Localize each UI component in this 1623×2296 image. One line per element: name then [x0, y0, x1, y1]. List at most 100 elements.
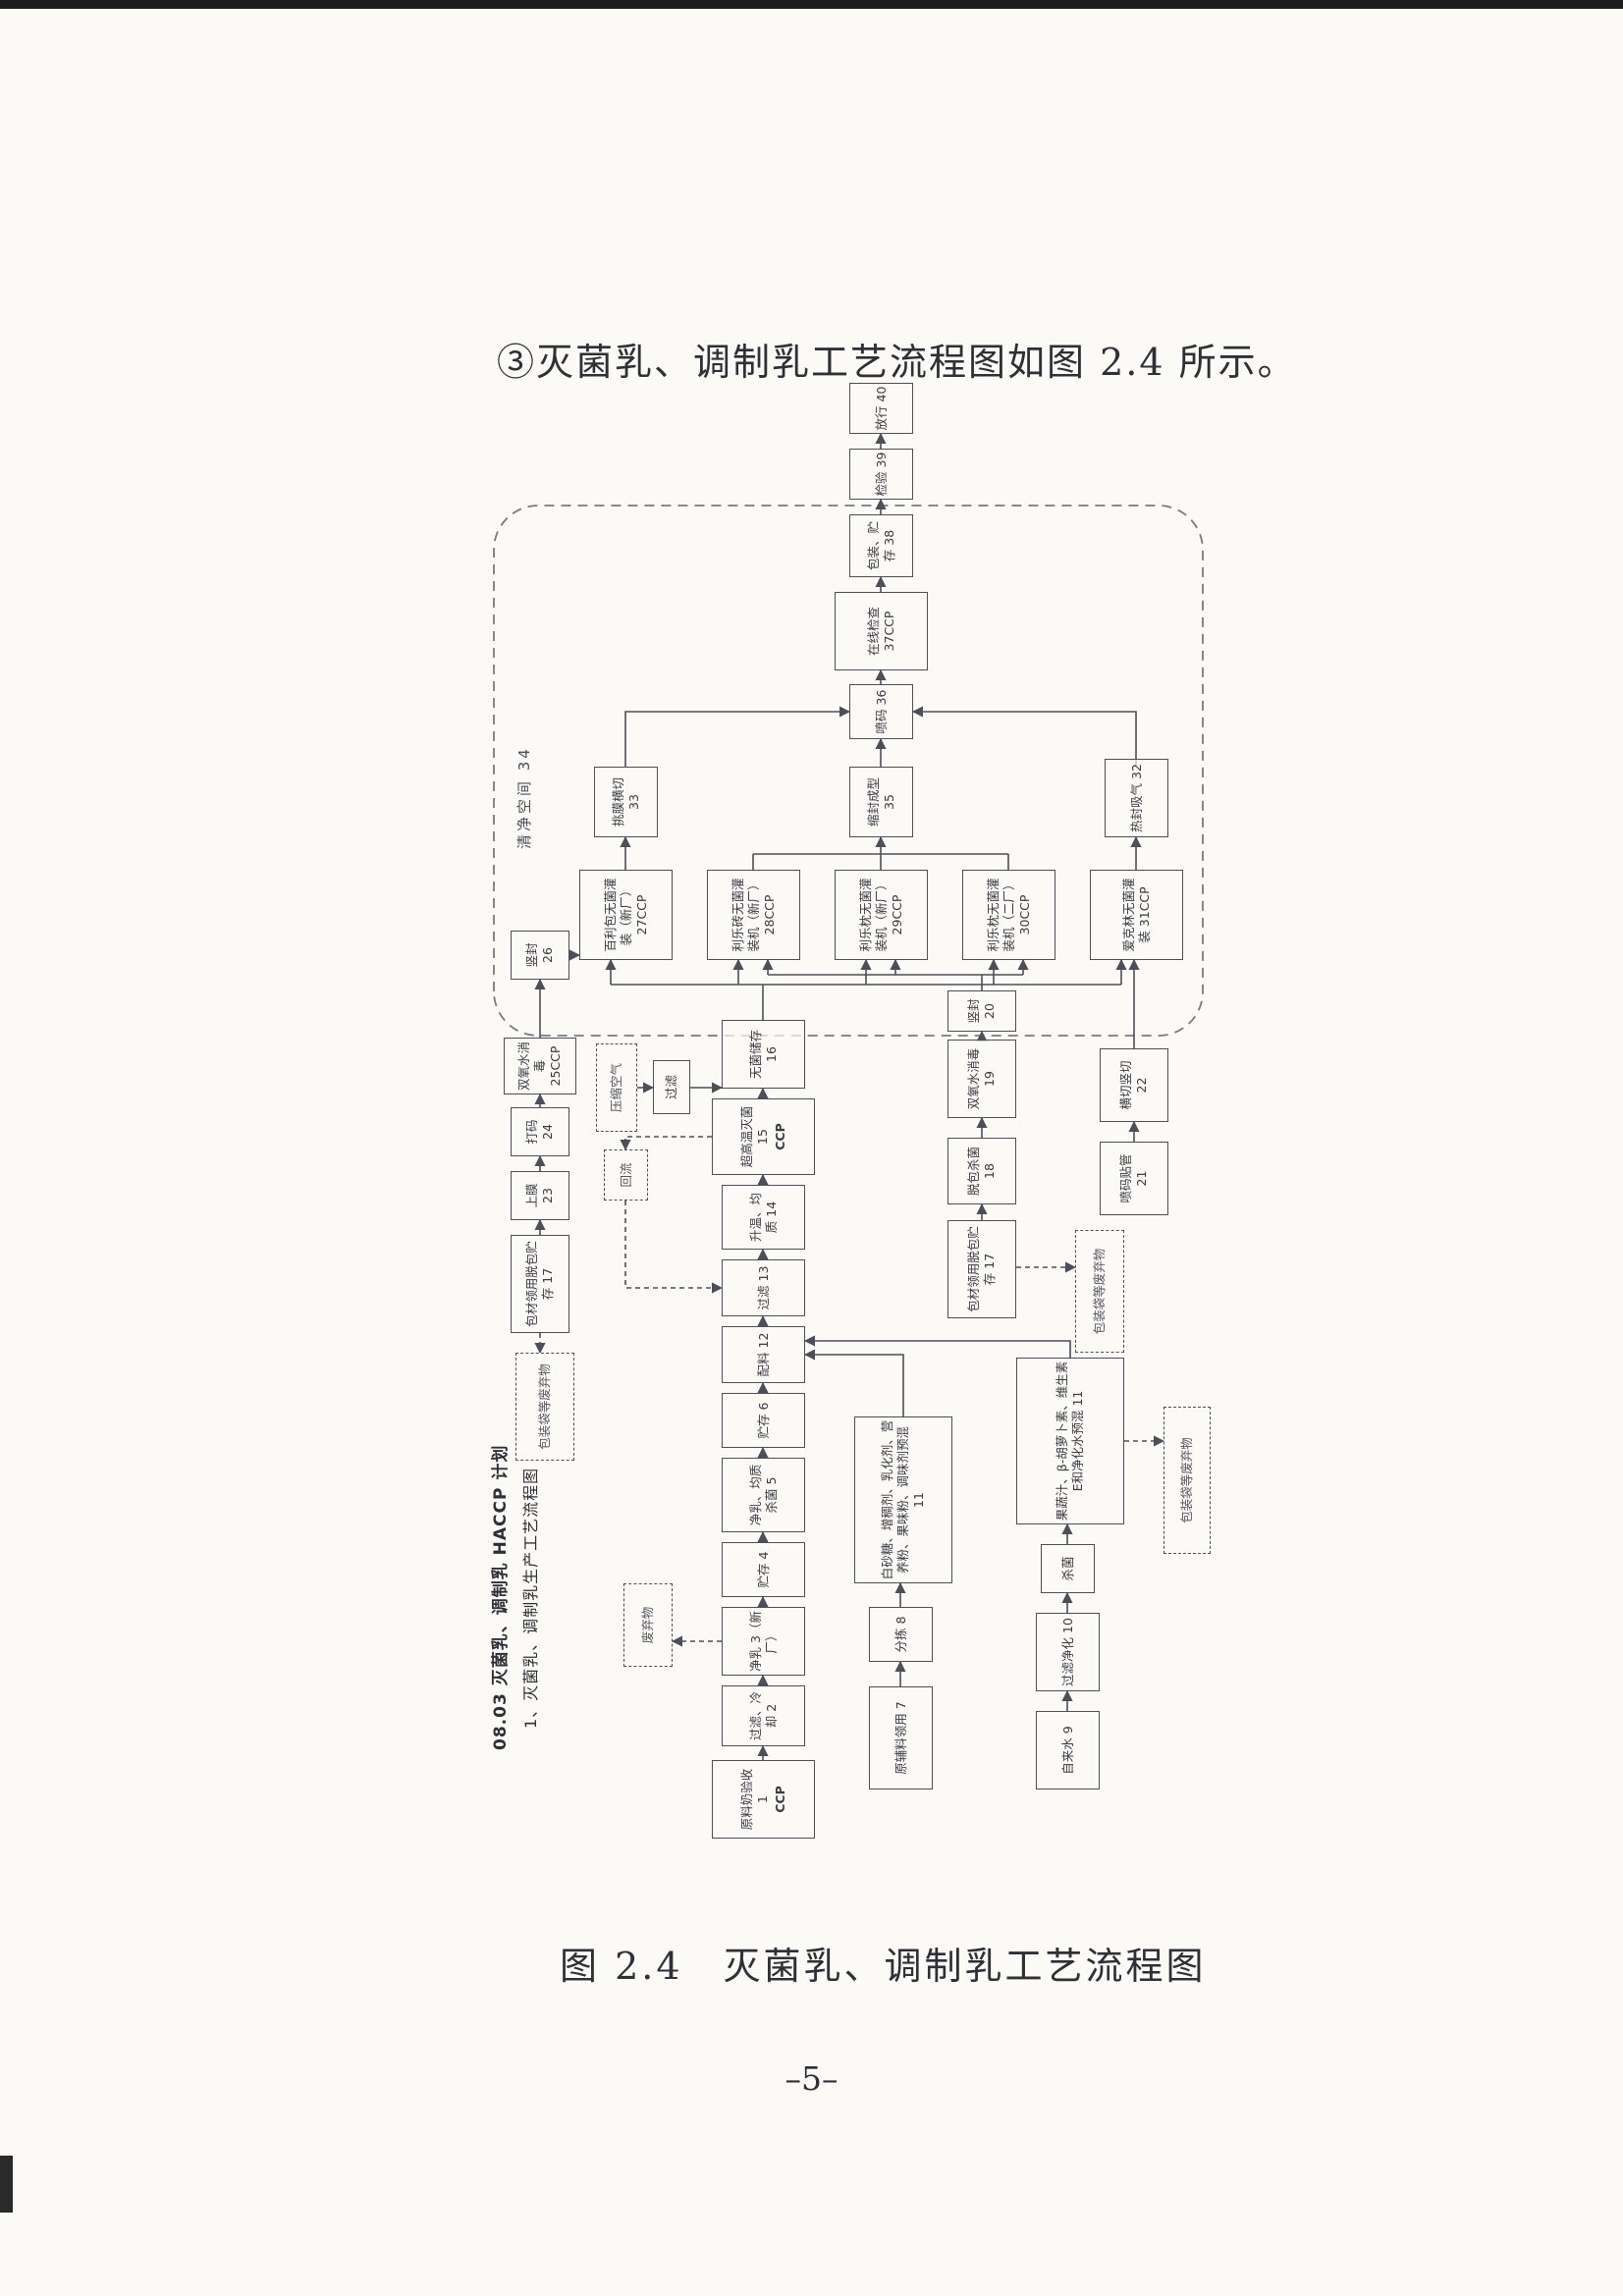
ccp-badge: CCP — [772, 1123, 787, 1150]
flow-node-label: 升温、均质 14 — [747, 1193, 779, 1243]
flow-node-label: 自来水 9 — [1059, 1726, 1075, 1775]
flow-node-label: 回流 — [618, 1162, 633, 1188]
flow-node-label: 利乐枕无菌灌装机（新厂）29CCP — [857, 878, 904, 952]
flow-node-21: 喷码贴管 21 — [1100, 1142, 1168, 1215]
flow-node-10: 过滤净化 10 — [1036, 1613, 1100, 1691]
scan-edge-artifact — [0, 0, 1623, 9]
flow-node-26: 竖封 26 — [511, 931, 569, 980]
flow-node-label: 打码 24 — [524, 1119, 555, 1145]
flow-node-reflux: 回流 — [604, 1149, 648, 1201]
flow-node-6: 贮存 6 — [722, 1393, 805, 1448]
flow-node-air: 压缩空气 — [596, 1043, 637, 1132]
flow-node-17b: 包材领用脱包贮存 17 — [947, 1220, 1016, 1318]
flow-node-label: 缩封成型 35 — [865, 777, 896, 828]
flow-node-24: 打码 24 — [511, 1107, 569, 1156]
flow-node-11a: 白砂糖、增稠剂、乳化剂、营养粉、果味粉、调味剂预混 11 — [854, 1416, 952, 1583]
flow-node-label: 包装、贮存 38 — [865, 521, 896, 571]
flow-node-5: 净乳、均质杀菌 5 — [722, 1458, 805, 1532]
intro-text: ③灭菌乳、调制乳工艺流程图如图 2.4 所示。 — [497, 341, 1297, 384]
flow-node-27: 百利包无菌灌装（新厂）27CCP — [579, 870, 673, 960]
flow-node-label: 脱包杀菌 18 — [966, 1147, 997, 1197]
flow-arrow — [624, 1201, 724, 1294]
flow-node-label: 净乳、均质杀菌 5 — [747, 1464, 779, 1526]
flow-node-20: 竖封 20 — [947, 990, 1016, 1032]
flow-node-label: 百利包无菌灌装（新厂）27CCP — [602, 878, 649, 952]
flow-node-23: 上膜 23 — [511, 1171, 569, 1220]
flow-node-25: 双氧水消毒 25CCP — [504, 1038, 576, 1095]
flow-node-13: 过滤 13 — [722, 1259, 805, 1316]
flow-node-label: 过滤 13 — [755, 1265, 771, 1310]
flow-node-label: 检验 39 — [873, 452, 889, 497]
flow-node-label: 竖封 26 — [524, 942, 555, 968]
diagram-subtitle: 1、灭菌乳、调制乳生产工艺流程图 — [521, 1467, 540, 1729]
flow-node-waste-2: 包装袋等废弃物 — [1075, 1230, 1124, 1353]
flow-node-label: 净乳 3（新厂） — [747, 1611, 779, 1672]
flow-node-7: 原辅料领用 7 — [869, 1686, 933, 1789]
flow-node-16: 无菌储存 16 — [722, 1020, 805, 1089]
flow-node-label: 原料奶验收 1 — [738, 1768, 770, 1831]
flow-node-label: 包装袋等废弃物 — [1092, 1248, 1107, 1335]
flow-node-14: 升温、均质 14 — [722, 1185, 805, 1250]
ccp-badge: CCP — [772, 1786, 787, 1813]
figure-2-4-flow-diagram: 08.03 灭菌乳、调制乳 HACCP 计划 1、灭菌乳、调制乳生产工艺流程图 … — [486, 361, 1257, 1848]
clean-room-label: 清净空间 34 — [515, 746, 533, 849]
flow-node-label: 横切竖切 22 — [1118, 1060, 1149, 1110]
flow-node-label: 包装袋等废弃物 — [1179, 1437, 1194, 1523]
flow-node-label: 竖封 20 — [966, 998, 997, 1024]
flow-node-35: 缩封成型 35 — [849, 767, 913, 837]
flow-node-label: 贮存 6 — [755, 1402, 771, 1439]
flow-node-40: 放行 40 — [849, 383, 913, 434]
flow-node-waste-0: 废弃物 — [623, 1583, 673, 1667]
flow-node-label: 白砂糖、增稠剂、乳化剂、营养粉、果味粉、调味剂预混 11 — [880, 1419, 926, 1580]
flow-node-37: 在线检查 37CCP — [835, 592, 928, 670]
flow-node-label: 放行 40 — [873, 386, 889, 431]
flow-node-12: 配料 12 — [722, 1326, 805, 1383]
flow-node-33: 挑膜横切 33 — [594, 767, 658, 837]
flow-node-label: 热封吸气 32 — [1128, 764, 1144, 832]
flow-node-28: 利乐砖无菌灌装机（新厂）28CCP — [707, 870, 800, 960]
flow-node-label: 喷码贴管 21 — [1118, 1153, 1149, 1203]
flow-node-18: 脱包杀菌 18 — [947, 1138, 1016, 1204]
flow-node-label: 配料 12 — [755, 1332, 771, 1377]
flow-node-label: 上膜 23 — [524, 1183, 555, 1208]
flow-node-label: 双氧水消毒 19 — [966, 1047, 997, 1110]
flow-arrow — [624, 706, 851, 767]
page-number: –5– — [784, 2059, 839, 2098]
flow-node-label: 包材领用脱包贮存 17 — [524, 1241, 555, 1327]
flow-node-8: 分拣 8 — [869, 1607, 933, 1662]
flow-node-39: 检验 39 — [849, 449, 913, 500]
flow-node-17a: 包材领用脱包贮存 17 — [511, 1235, 569, 1333]
flow-node-19: 双氧水消毒 19 — [947, 1040, 1016, 1118]
flow-node-label: 超高温灭菌 15 — [738, 1105, 770, 1168]
flow-node-label: 双氧水消毒 25CCP — [516, 1041, 563, 1092]
flow-node-label: 爱克林无菌灌装 31CCP — [1120, 878, 1152, 952]
flow-node-label: 包装袋等废弃物 — [537, 1363, 552, 1450]
flow-node-30: 利乐枕无菌灌装机（二厂）30CCP — [962, 870, 1055, 960]
flow-node-label: 压缩空气 — [609, 1063, 623, 1113]
flow-arrow — [620, 1136, 712, 1151]
flow-node-label: 杀菌 — [1059, 1556, 1075, 1581]
flow-node-label: 果蔬汁、β-胡萝卜素、维生素E和净化水预混 11 — [1055, 1361, 1085, 1522]
flow-node-2: 过滤、冷却 2 — [722, 1685, 805, 1746]
flow-node-9: 自来水 9 — [1036, 1711, 1100, 1789]
flow-node-32: 热封吸气 32 — [1105, 759, 1168, 837]
flow-node-label: 利乐砖无菌灌装机（新厂）28CCP — [730, 878, 777, 952]
flow-node-3: 净乳 3（新厂） — [722, 1607, 805, 1676]
flow-node-waste-3: 包装袋等废弃物 — [1163, 1407, 1211, 1554]
flow-node-31: 爱克林无菌灌装 31CCP — [1090, 870, 1183, 960]
flow-node-11b: 果蔬汁、β-胡萝卜素、维生素E和净化水预混 11 — [1016, 1358, 1124, 1524]
flow-node-label: 过滤 — [664, 1075, 678, 1100]
flow-arrow — [911, 706, 1137, 767]
flow-node-label: 无菌储存 16 — [747, 1030, 779, 1080]
flow-node-label: 过滤净化 10 — [1059, 1618, 1075, 1686]
flow-arrows-layer — [493, 432, 1204, 1760]
flow-node-label: 挑膜横切 33 — [610, 777, 641, 828]
clean-room-boundary — [493, 505, 1204, 1037]
figure-caption: 图 2.4 灭菌乳、调制乳工艺流程图 — [560, 1945, 1207, 1988]
flow-node-label: 利乐枕无菌灌装机（二厂）30CCP — [985, 878, 1032, 952]
diagram-title: 08.03 灭菌乳、调制乳 HACCP 计划 — [491, 1444, 511, 1750]
flow-node-air-filter: 过滤 — [653, 1060, 690, 1114]
